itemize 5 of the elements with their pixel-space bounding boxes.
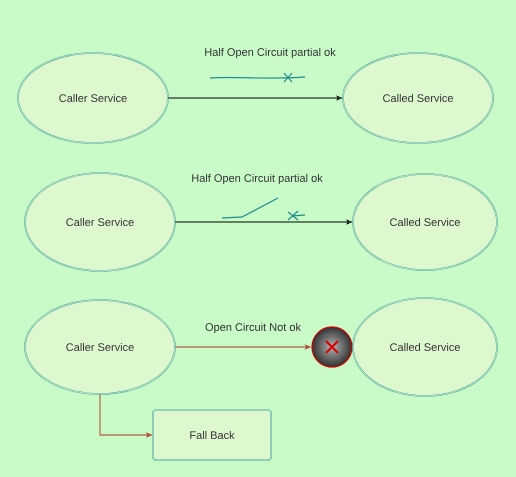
- edge-label: Open Circuit Not ok: [204, 322, 302, 334]
- edge-label: Half Open Circuit partial ok: [203, 46, 337, 60]
- edge-label: Half Open Circuit partial ok: [190, 172, 324, 186]
- error-icon: [311, 326, 353, 368]
- process-box: Fall Back: [152, 409, 272, 461]
